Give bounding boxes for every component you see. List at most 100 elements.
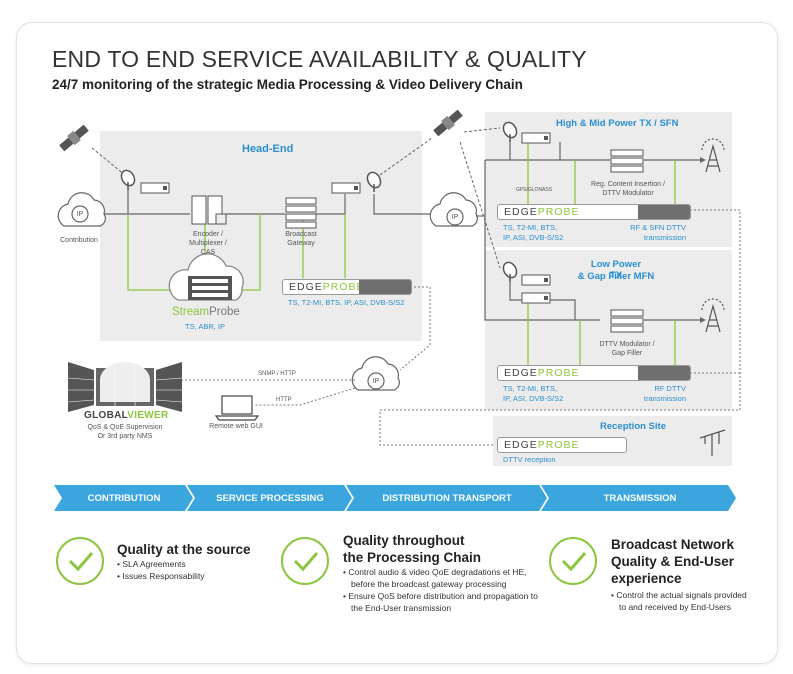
- edgeprobe-headend-ports: [359, 280, 411, 294]
- streamprobe-icon: [168, 253, 244, 301]
- stage-label-service-processing: SERVICE PROCESSING: [216, 493, 324, 504]
- list-item: • Issues Responsability: [117, 571, 205, 581]
- high-rf-2: transmission: [643, 233, 686, 242]
- globalviewer-desc-1: QoS & QoE Supervision: [87, 424, 163, 431]
- receiver-contribution-icon: [140, 182, 170, 194]
- stage-label-distribution-transport: DISTRIBUTION TRANSPORT: [382, 493, 512, 504]
- edgeprobe-low-b: PROBE: [537, 367, 580, 379]
- globalviewer-name-a: GLOBAL: [84, 410, 128, 421]
- quality-broadcast-title-3: experience: [611, 571, 682, 586]
- dish-headend-icon: [366, 171, 382, 192]
- check-icon-broadcast: [549, 537, 597, 585]
- edgeprobe-reception-b: PROBE: [537, 439, 580, 451]
- reception-caption: DTTV reception: [503, 455, 556, 464]
- edgeprobe-high-a: EDGE: [504, 206, 538, 218]
- dish-contribution-icon: [120, 169, 136, 190]
- dttv-mod-label: DTTV Modulator / Gap Filler: [599, 341, 655, 357]
- streamprobe-name-a: Stream: [172, 306, 210, 318]
- streamprobe-name-b: Probe: [209, 306, 240, 318]
- edgeprobe-reception: EDGEPROBE: [497, 437, 627, 453]
- stage-chevron-2: [187, 485, 352, 511]
- edgeprobe-reception-a: EDGE: [504, 439, 538, 451]
- check-icon-processing: [281, 537, 329, 585]
- stage-bar: [54, 485, 736, 511]
- quality-source-title: Quality at the source: [117, 542, 251, 557]
- streamprobe-protocols: TS, ABR, IP: [185, 322, 226, 331]
- headend-title: Head-End: [242, 143, 294, 155]
- ip-distribution-label: IP: [451, 214, 459, 221]
- dish-low-icon: [502, 261, 518, 282]
- high-power-title: High & Mid Power TX / SFN: [556, 118, 679, 129]
- quality-broadcast-title-1: Broadcast Network: [611, 537, 735, 552]
- satellite-left-icon: [59, 124, 89, 152]
- reception-antenna-icon: [699, 429, 726, 456]
- low-rf-1: RF DTTV: [654, 384, 686, 393]
- encoder-label: Encoder / Multiplexer / CAS: [189, 231, 227, 256]
- http-label: HTTP: [276, 397, 292, 403]
- page-subtitle: 24/7 monitoring of the strategic Media P…: [52, 77, 523, 92]
- stage-label-contribution: CONTRIBUTION: [87, 493, 161, 504]
- globalviewer-desc-2: Or 3rd party NMS: [97, 433, 153, 440]
- globalviewer-name-b: VIEWER: [127, 410, 169, 421]
- stage-chevron-4: [541, 485, 736, 511]
- edgeprobe-high: EDGEPROBE: [497, 204, 691, 220]
- headend-panel: [100, 131, 422, 341]
- stage-label-transmission: TRANSMISSION: [603, 493, 677, 504]
- quality-processing-title-2: the Processing Chain: [343, 550, 482, 565]
- cloud-management-icon: [351, 356, 400, 391]
- high-protocols-2: IP, ASI, DVB-S/S2: [503, 233, 564, 242]
- list-item: • Ensure QoS before distribution and pro…: [343, 591, 538, 613]
- low-protocols-1: TS, T2-MI, BTS,: [503, 384, 558, 393]
- remote-gui-label: Remote web GUI: [209, 423, 263, 430]
- streamprobe-name: StreamProbe: [172, 306, 240, 318]
- snmp-label: SNMP / HTTP: [258, 371, 296, 377]
- headend-protocols: TS, T2-MI, BTS, IP, ASI, DVB-S/S2: [288, 298, 405, 307]
- edgeprobe-low-a: EDGE: [504, 367, 538, 379]
- globalviewer-name: GLOBALVIEWER: [84, 410, 169, 421]
- list-item: • Control the actual signals provided to…: [611, 590, 747, 612]
- satellite-right-icon: [433, 109, 463, 137]
- quality-source-bullets: • SLA Agreements • Issues Responsability: [117, 558, 205, 582]
- stage-chevron-1: [54, 485, 193, 511]
- encoder-server-icon: [191, 195, 227, 225]
- edgeprobe-headend-a: EDGE: [289, 281, 323, 293]
- page-title: END TO END SERVICE AVAILABILITY & QUALIT…: [52, 46, 587, 72]
- reg-content-label: Reg. Content Insertion / DTTV Modulator: [591, 181, 665, 197]
- edgeprobe-headend-b: PROBE: [322, 281, 365, 293]
- ip-contribution-label: IP: [76, 211, 84, 218]
- receiver-headend-icon: [331, 182, 361, 194]
- edgeprobe-low-ports: [638, 366, 690, 380]
- check-icon-source: [56, 537, 104, 585]
- quality-processing-bullets: • Control audio & video QoE degradations…: [343, 566, 543, 614]
- receiver-high-icon: [521, 132, 551, 144]
- low-power-title-1: Low Power TX: [590, 259, 642, 281]
- low-power-title-2: & Gap Filler MFN: [577, 271, 655, 282]
- cloud-distribution-icon: [429, 192, 478, 227]
- high-rf-1: RF & SFN DTTV: [630, 223, 686, 232]
- edgeprobe-high-ports: [638, 205, 690, 219]
- high-protocols-1: TS, T2-MI, BTS,: [503, 223, 558, 232]
- modulator-high-icon: [610, 149, 644, 173]
- quality-broadcast-title-2: Quality & End-User: [611, 554, 735, 569]
- gateway-rack-icon: [285, 197, 317, 229]
- cloud-contribution-icon: [57, 192, 106, 227]
- low-rf-2: transmission: [643, 394, 686, 403]
- receiver-low-1-icon: [521, 274, 551, 286]
- quality-broadcast-bullets: • Control the actual signals provided to…: [611, 589, 751, 613]
- edgeprobe-headend: EDGEPROBE: [282, 279, 412, 295]
- reception-title: Reception Site: [600, 421, 666, 432]
- ip-management-label: IP: [372, 378, 380, 385]
- video-wall-icon: [67, 362, 183, 412]
- contribution-label: Contribution: [60, 237, 98, 244]
- receiver-low-2-icon: [521, 292, 551, 304]
- stage-chevron-3: [346, 485, 547, 511]
- list-item: • Control audio & video QoE degradations…: [343, 567, 527, 589]
- low-protocols-2: IP, ASI, DVB-S/S2: [503, 394, 564, 403]
- laptop-icon: [214, 395, 260, 421]
- edgeprobe-high-b: PROBE: [537, 206, 580, 218]
- tower-low-icon: [701, 298, 725, 333]
- edgeprobe-low: EDGEPROBE: [497, 365, 691, 381]
- gps-label: GPS/GLONASS: [515, 187, 553, 193]
- tower-high-icon: [701, 138, 725, 173]
